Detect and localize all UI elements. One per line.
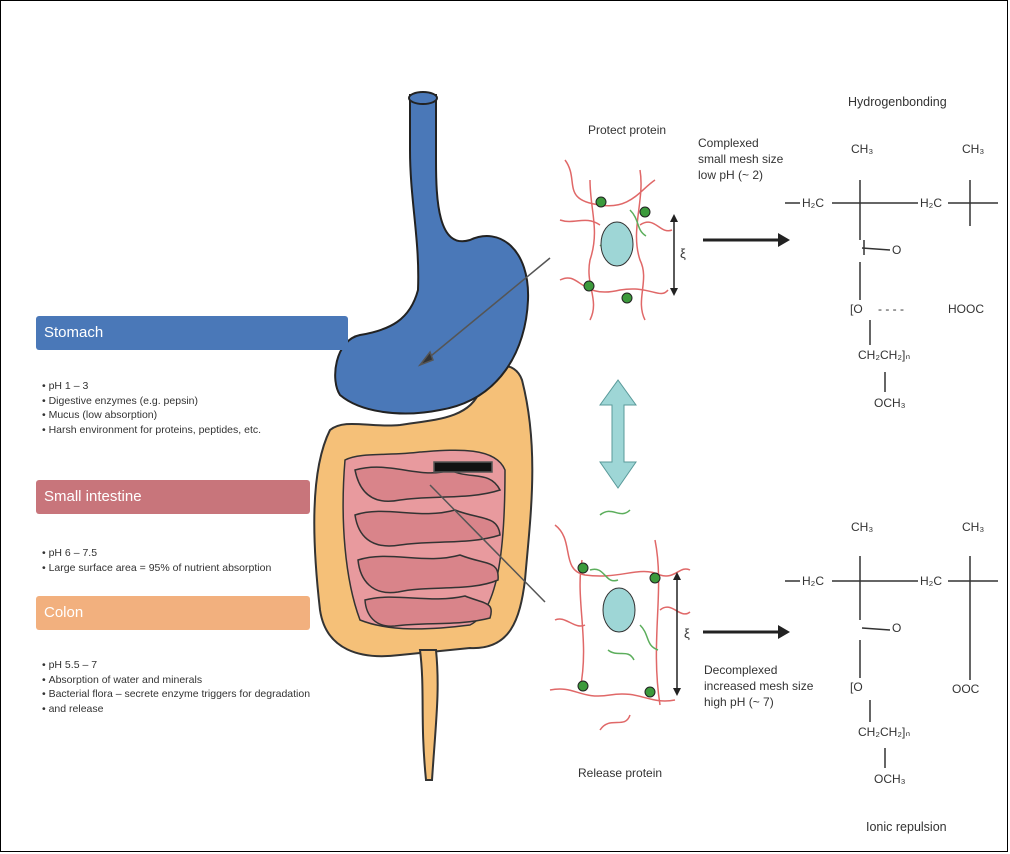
stomach-fact: Mucus (low absorption)	[42, 408, 261, 423]
stomach-label-bar: Stomach	[36, 316, 348, 350]
complexed-conditions: Complexed small mesh size low pH (~ 2)	[698, 135, 783, 183]
small-intestine-title: Small intestine	[44, 488, 142, 505]
ether-oxygen: [O	[850, 680, 863, 694]
mesh-size-symbol-top: ξ	[680, 246, 686, 262]
arrow-to-hydrogen-bonding	[703, 233, 790, 247]
stomach-fact: Digestive enzymes (e.g. pepsin)	[42, 394, 261, 409]
small-intestine-facts: pH 6 – 7.5 Large surface area = 95% of n…	[42, 546, 271, 575]
methylene-group: H₂C	[920, 196, 942, 210]
decomplexed-line: Decomplexed	[704, 662, 813, 678]
carboxylate: OOC	[952, 682, 979, 696]
small-intestine-fact: pH 6 – 7.5	[42, 546, 271, 561]
reversible-arrow	[600, 380, 636, 488]
arrow-to-ionic-repulsion	[703, 625, 790, 639]
stomach-title: Stomach	[44, 324, 103, 341]
ether-oxygen: [O	[850, 302, 863, 316]
methoxy-group: OCH₃	[874, 396, 906, 410]
decomplexed-line: increased mesh size	[704, 678, 813, 694]
carbonyl-oxygen: O	[892, 243, 901, 257]
methyl-group: CH₃	[851, 520, 873, 534]
small-intestine-label-bar: Small intestine	[36, 480, 310, 514]
methyl-group: CH₃	[962, 142, 984, 156]
stomach-facts: pH 1 – 3 Digestive enzymes (e.g. pepsin)…	[42, 379, 261, 437]
peg-repeat-unit: CH₂CH₂]ₙ	[858, 348, 910, 362]
network-bottom	[550, 510, 690, 730]
methylene-group: H₂C	[802, 196, 824, 210]
mesh-size-symbol-bottom: ξ	[684, 626, 690, 642]
methyl-group: CH₃	[851, 142, 873, 156]
colon-fact: pH 5.5 – 7	[42, 658, 372, 673]
release-protein-label: Release protein	[578, 765, 662, 781]
decomplexed-conditions: Decomplexed increased mesh size high pH …	[704, 662, 813, 710]
decomplexed-line: high pH (~ 7)	[704, 694, 813, 710]
ionic-repulsion-title: Ionic repulsion	[866, 820, 947, 834]
stomach-fact: Harsh environment for proteins, peptides…	[42, 423, 261, 438]
complexed-line: small mesh size	[698, 151, 783, 167]
methyl-group: CH₃	[962, 520, 984, 534]
stomach-fact: pH 1 – 3	[42, 379, 261, 394]
colon-facts: pH 5.5 – 7 Absorption of water and miner…	[42, 658, 372, 716]
colon-fact-continued: and release	[42, 702, 372, 717]
carboxylic-acid: HOOC	[948, 302, 984, 316]
methoxy-group: OCH₃	[874, 772, 906, 786]
stomach-illustration	[335, 92, 528, 414]
small-intestine-fact: Large surface area = 95% of nutrient abs…	[42, 561, 271, 576]
colon-fact: Absorption of water and minerals	[42, 673, 372, 688]
hydrogen-bond-dashes: - - - -	[878, 302, 904, 316]
methylene-group: H₂C	[802, 574, 824, 588]
peg-repeat-unit: CH₂CH₂]ₙ	[858, 725, 910, 739]
methylene-group: H₂C	[920, 574, 942, 588]
network-top	[560, 160, 678, 320]
colon-fact: Bacterial flora – secrete enzyme trigger…	[42, 687, 372, 702]
complexed-line: low pH (~ 2)	[698, 167, 783, 183]
complexed-line: Complexed	[698, 135, 783, 151]
colon-label-bar: Colon	[36, 596, 310, 630]
colon-title: Colon	[44, 604, 83, 621]
protect-protein-label: Protect protein	[588, 122, 666, 138]
carbonyl-oxygen: O	[892, 621, 901, 635]
hydrogen-bonding-title: Hydrogenbonding	[848, 95, 947, 109]
